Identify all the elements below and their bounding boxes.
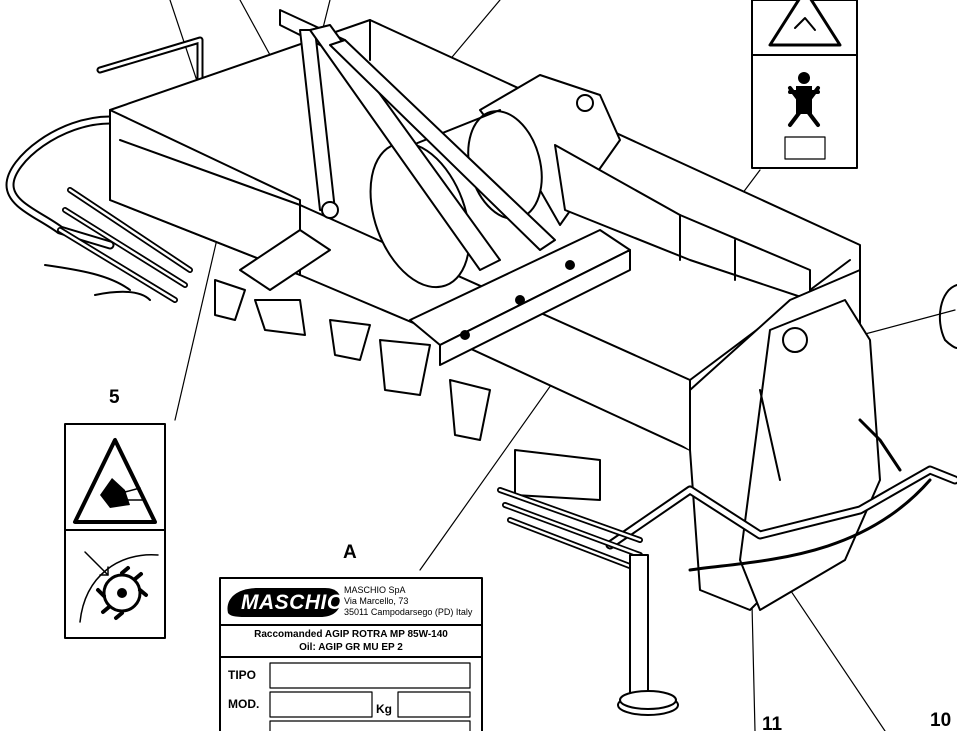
maschio-logo-icon (227, 588, 341, 617)
right-guard-frame (605, 418, 957, 572)
id-plate (219, 577, 483, 736)
detail-circle (938, 284, 957, 349)
callout-10: 10 (930, 710, 952, 731)
rotating-rotor-icon (79, 551, 159, 623)
plate-tipo-label: TIPO (228, 668, 257, 682)
callout-a: A (343, 542, 357, 563)
plate-oil: Oil: AGIP GR MU EP 2 (299, 642, 403, 653)
headstock-plate (239, 229, 631, 366)
plate-recommended: Raccomanded AGIP ROTRA MP 85W-140 (254, 629, 448, 640)
three-point-hitch (279, 9, 556, 271)
plate-address-2: 35011 Campodarsego (PD) Italy (344, 607, 473, 617)
callout-5: 5 (109, 387, 120, 408)
plate-address-1: Via Marcello, 73 (344, 596, 409, 606)
rotor-tines (44, 264, 601, 501)
pictogram-panel-top (751, 0, 858, 169)
plate-mod-label: MOD. (228, 697, 260, 711)
warning-decal-5 (64, 423, 166, 639)
parking-stand (617, 554, 679, 716)
plate-brand: MASCHIO (241, 591, 344, 614)
plate-company: MASCHIO SpA (344, 585, 406, 595)
callout-11: 11 (762, 714, 783, 735)
plate-kg-label: Kg (376, 702, 392, 716)
no-standing-icon (784, 72, 826, 160)
